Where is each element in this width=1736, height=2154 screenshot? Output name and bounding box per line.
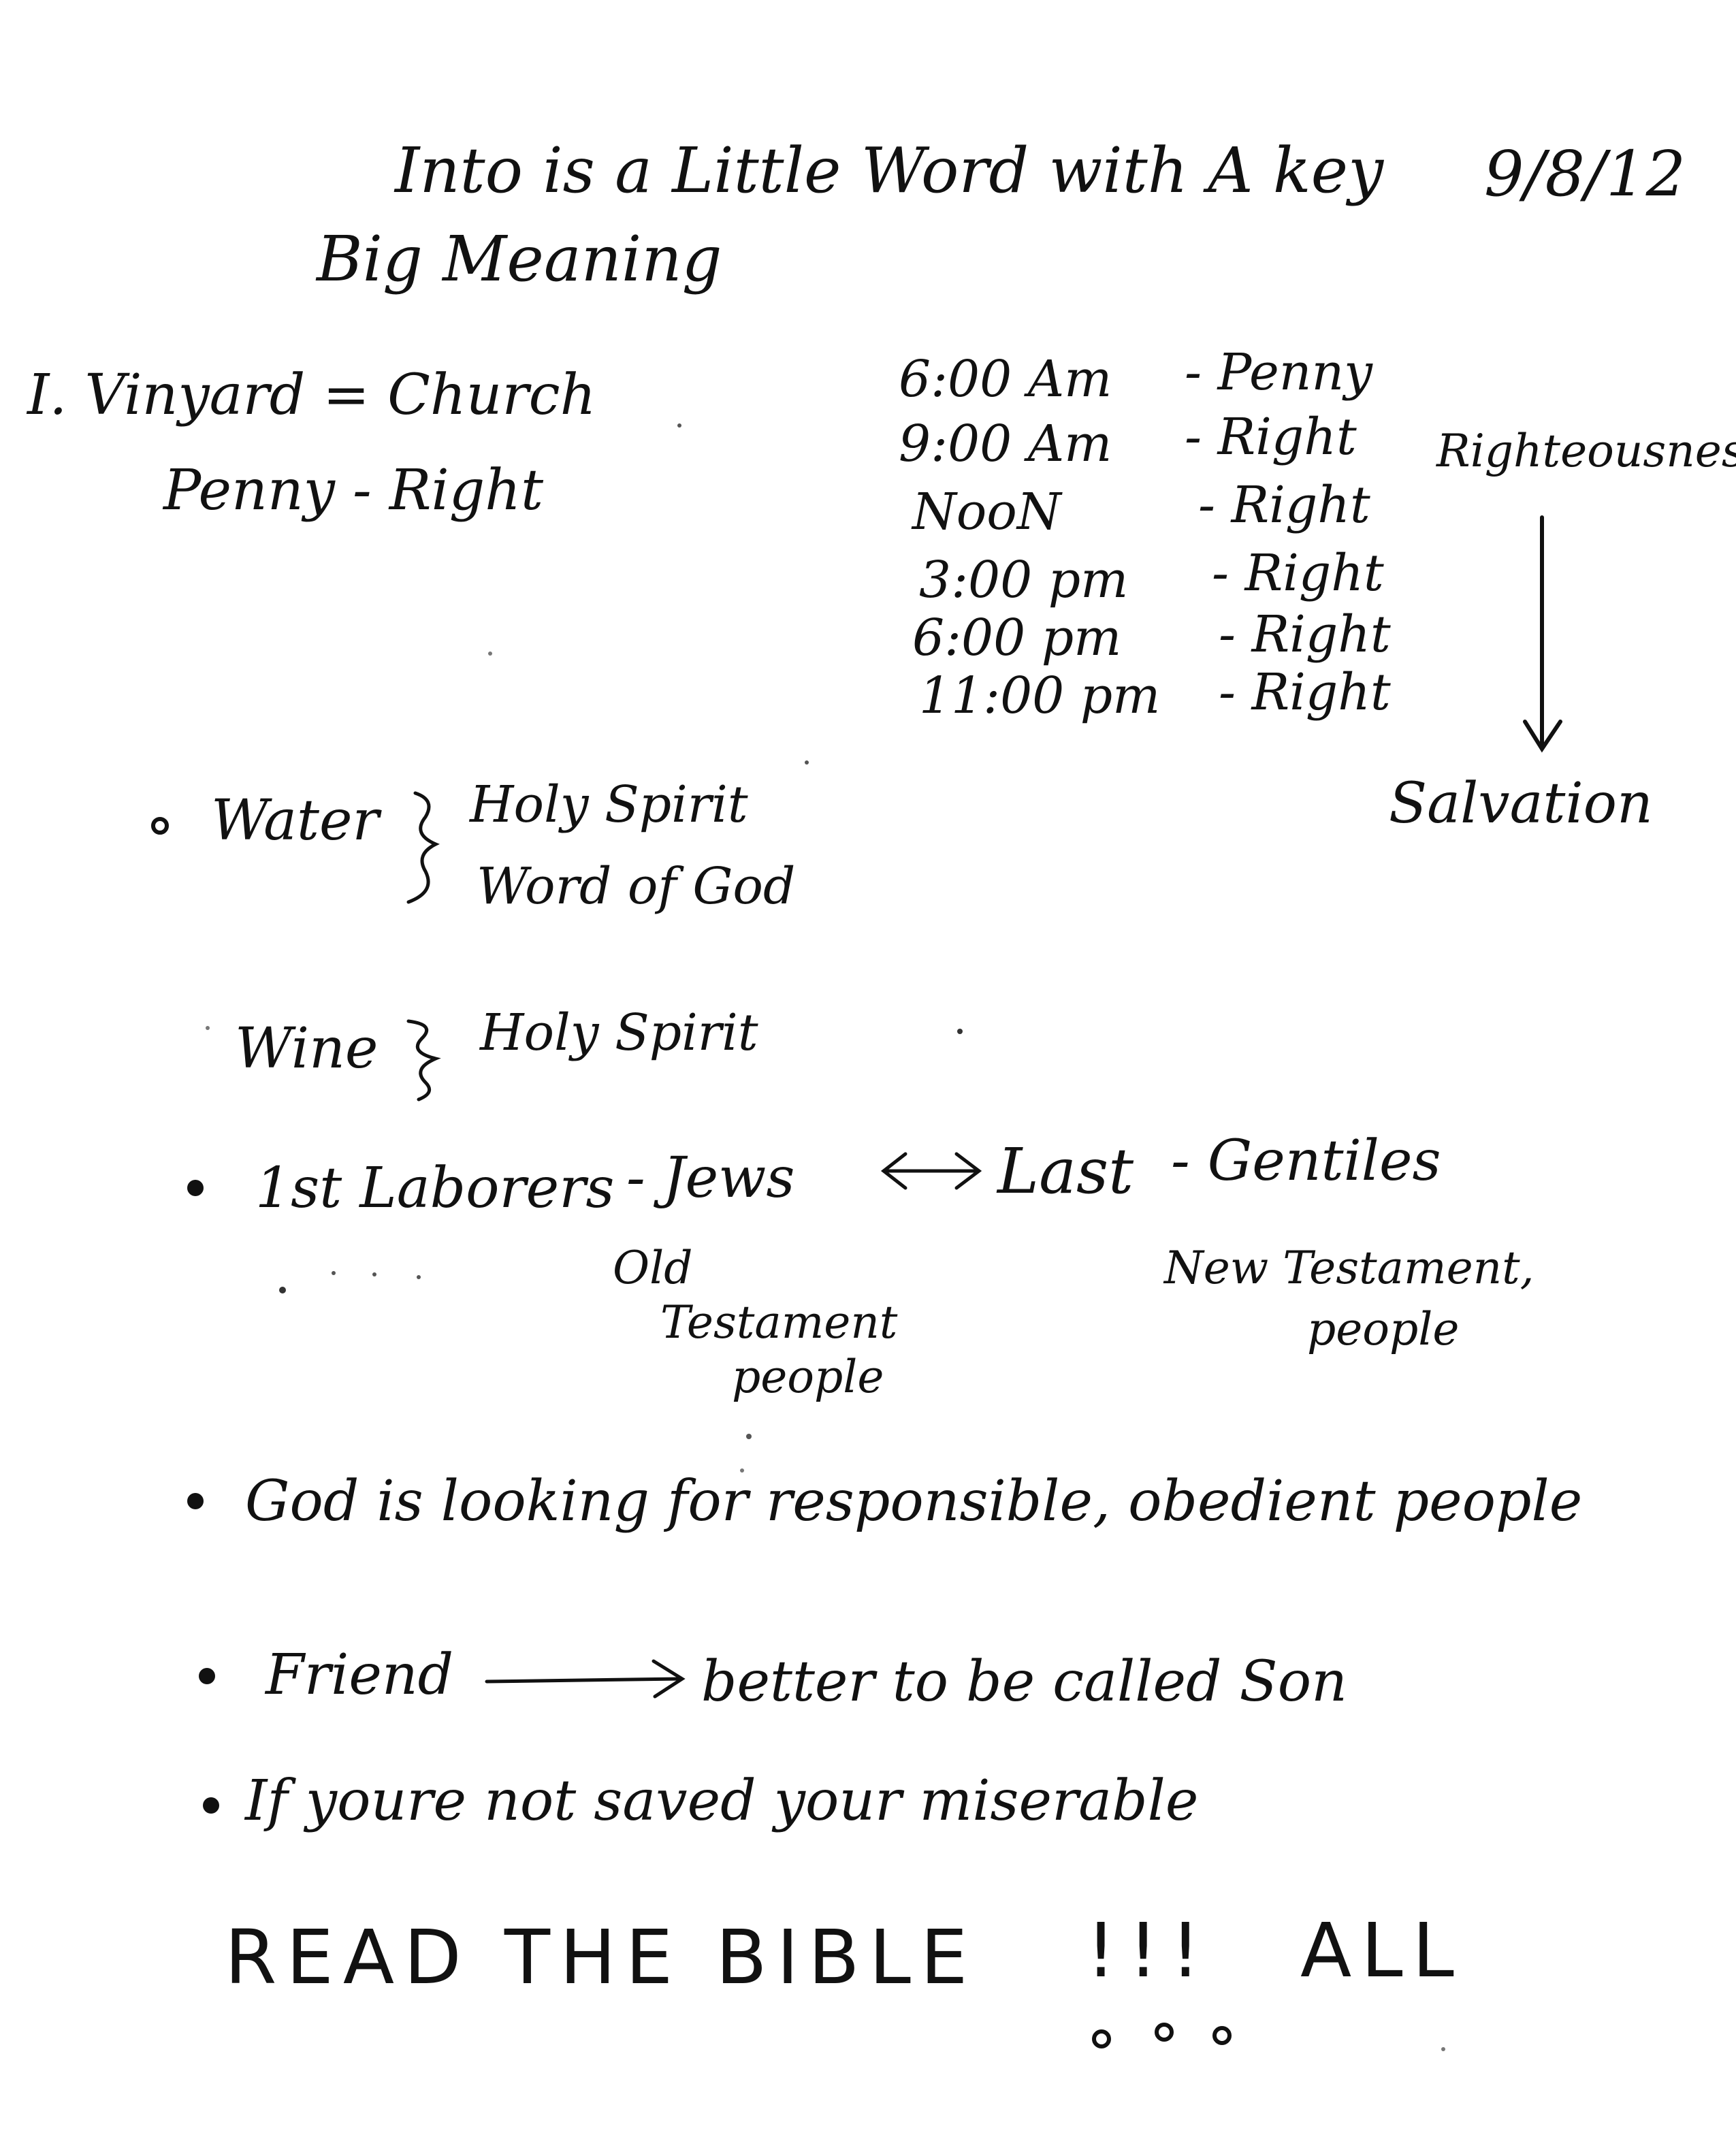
schedule-time: 3:00 pm (919, 551, 1129, 609)
schedule-time: 11:00 pm (919, 666, 1161, 725)
schedule-value: - Right (1185, 408, 1357, 466)
title-line-1: Into is a Little Word with A key (395, 134, 1384, 207)
title-date: 9/8/12 (1484, 138, 1686, 210)
schedule-time: NooN (912, 483, 1061, 541)
old-testament-line: Old (613, 1242, 693, 1294)
schedule-time: 6:00 pm (912, 609, 1122, 667)
bullet-water (151, 817, 169, 835)
water-label: Water (211, 788, 379, 853)
laborers-first: 1st Laborers (255, 1156, 615, 1221)
section-heading: I. Vinyard = Church (27, 363, 596, 428)
water-item: Word of God (477, 857, 796, 916)
wine-item: Holy Spirit (480, 1003, 758, 1062)
old-testament-line: people (732, 1351, 884, 1403)
schedule-value: - Right (1198, 476, 1370, 534)
down-arrow-icon (1523, 515, 1562, 753)
salvation-label: Salvation (1389, 771, 1653, 836)
exclamation-dot-icon (1092, 2029, 1111, 2048)
exclamation-marks: !!! (1086, 1907, 1213, 1994)
schedule-time: 9:00 Am (899, 415, 1112, 473)
exclamation-dot-icon (1212, 2026, 1232, 2045)
water-item: Holy Spirit (470, 775, 748, 834)
laborers-last: Last (997, 1135, 1134, 1208)
new-testament-line: people (1307, 1303, 1460, 1355)
schedule-value: - Right (1219, 605, 1391, 664)
bullet-friend (199, 1668, 215, 1684)
read-bible: READ THE BIBLE (225, 1914, 978, 2001)
brace-icon (406, 791, 440, 904)
not-saved-line: If youre not saved your miserable (245, 1769, 1199, 1833)
schedule-time: 6:00 Am (899, 350, 1112, 408)
old-testament-line: Testament (660, 1296, 898, 1349)
god-looking-line: God is looking for responsible, obedient… (245, 1469, 1583, 1534)
righteousness-label: Righteousness (1436, 425, 1736, 477)
bullet-god (187, 1493, 204, 1509)
all-word: ALL (1300, 1907, 1464, 1994)
schedule-value: - Right (1212, 544, 1384, 602)
bullet-laborers (187, 1180, 204, 1196)
exclamation-dot-icon (1155, 2023, 1174, 2042)
new-testament-line: New Testament, (1164, 1242, 1534, 1294)
brace-icon (406, 1019, 441, 1102)
schedule-value: - Right (1219, 663, 1391, 722)
double-arrow-icon (880, 1152, 982, 1190)
laborers-gentiles: - Gentiles (1171, 1129, 1441, 1193)
friend-label: Friend (266, 1643, 454, 1707)
right-arrow-icon (485, 1659, 686, 1699)
bullet-saved (203, 1797, 219, 1814)
laborers-jews: - Jews (626, 1146, 795, 1210)
title-line-2: Big Meaning (317, 223, 722, 295)
schedule-value: - Penny (1185, 343, 1372, 402)
wine-label: Wine (235, 1016, 379, 1081)
son-line: better to be called Son (701, 1650, 1347, 1714)
section-subheading: Penny - Right (163, 458, 544, 523)
